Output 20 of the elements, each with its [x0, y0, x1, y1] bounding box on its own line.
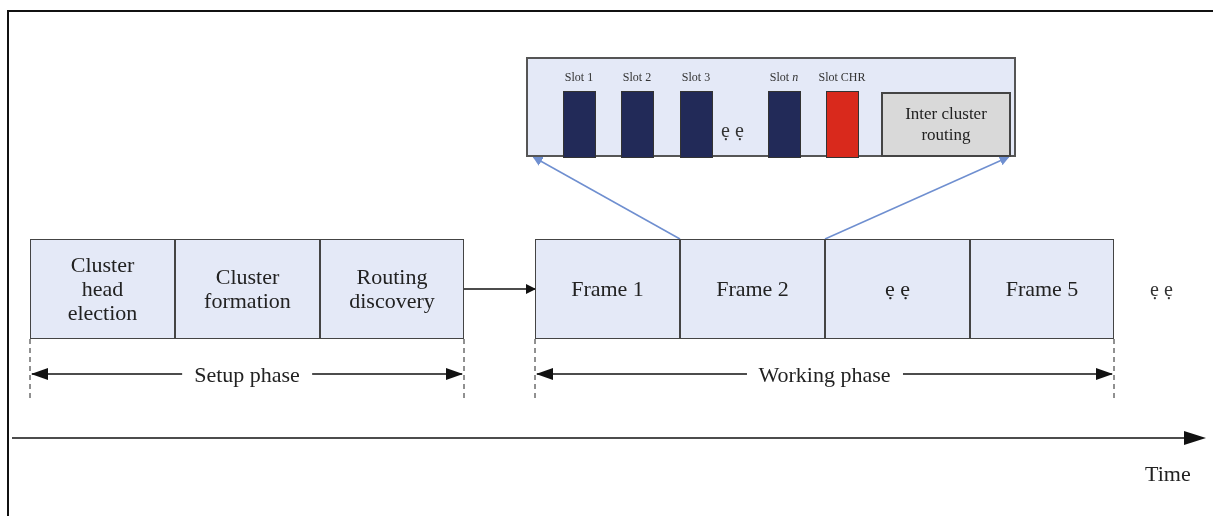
- ellipsis: ẹ ẹ: [721, 118, 744, 143]
- arrow: [463, 284, 536, 294]
- arrow: [532, 156, 681, 240]
- slot-label: Slot n: [769, 69, 799, 85]
- phase-cell: Routing discovery: [320, 239, 464, 339]
- slot-label: Slot CHR: [818, 69, 866, 85]
- phase-cell: Frame 1: [535, 239, 680, 339]
- slot-panel: [526, 57, 1016, 157]
- slot-label: Slot 2: [622, 69, 652, 85]
- axis-label: Time: [1145, 460, 1191, 488]
- ellipsis: ẹ ẹ: [1150, 277, 1173, 302]
- arrow: [824, 156, 1010, 240]
- slot-label: Slot 1: [564, 69, 594, 85]
- slot-label: Slot 3: [681, 69, 711, 85]
- routing-box: Inter cluster routing: [881, 92, 1011, 157]
- phase-cell: Frame 2: [680, 239, 825, 339]
- phase-cell: Cluster head election: [30, 239, 175, 339]
- phase-cell: Cluster formation: [175, 239, 320, 339]
- phase-cell: Frame 5: [970, 239, 1114, 339]
- phase-cell: ẹ ẹ: [825, 239, 970, 339]
